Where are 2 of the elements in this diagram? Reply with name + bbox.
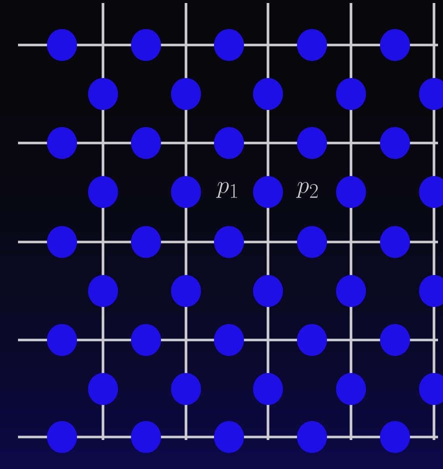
- point-label: $p_2$: [296, 182, 318, 198]
- point-label: $p_1$: [216, 182, 238, 198]
